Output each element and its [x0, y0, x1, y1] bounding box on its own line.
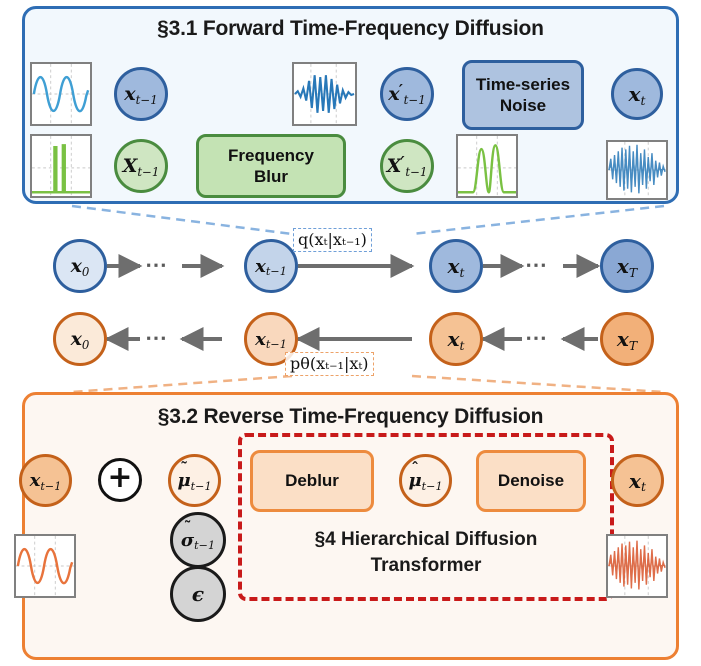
forward-panel-title: §3.1 Forward Time-Frequency Diffusion	[157, 17, 544, 40]
node-x-t-forward-label: xt	[628, 82, 646, 108]
thumbnail-noisy-orange-wave	[606, 534, 668, 598]
node-bigx-t-minus-1: Xt−1	[114, 139, 168, 193]
node-epsilon: ϵ	[170, 566, 226, 622]
chain-node-forward-x-t-minus-1: xt−1	[244, 239, 298, 293]
hierarchical-diffusion-transformer-box	[238, 433, 614, 601]
box-frequency-blur-label: Frequency Blur	[228, 145, 314, 186]
box-deblur: Deblur	[250, 450, 374, 512]
thumbnail-blurred-spectrum-peaks	[456, 134, 518, 198]
chain-node-reverse-x-t: xt	[429, 312, 483, 366]
box-deblur-label: Deblur	[285, 471, 339, 491]
node-x-t-input: xt	[611, 454, 664, 507]
chain-reverse-ellipsis-left: ⋯	[145, 325, 168, 350]
node-bigx-prime-t-minus-1-label: X′t−1	[386, 152, 428, 179]
node-bigx-prime-t-minus-1: X′t−1	[380, 139, 434, 193]
box-frequency-blur: Frequency Blur	[196, 134, 346, 198]
node-x-t-minus-1-output: xt−1	[19, 454, 72, 507]
node-mu-tilde-t-minus-1: μ˜t−1	[168, 454, 221, 507]
chain-forward-ellipsis-right: ⋯	[525, 252, 548, 277]
node-x-t-minus-1: xt−1	[114, 67, 168, 121]
thumbnail-blurred-time-wave	[292, 62, 357, 126]
box-denoise: Denoise	[476, 450, 586, 512]
chain-node-reverse-x0: x0	[53, 312, 107, 366]
node-x-prime-t-minus-1-label: x′t−1	[388, 80, 426, 107]
hierarchical-diffusion-transformer-label: §4 Hierarchical Diffusion Transformer	[314, 529, 538, 576]
node-plus-operator: +	[98, 458, 142, 502]
box-time-series-noise-label: Time-series Noise	[475, 74, 571, 115]
node-sigma-tilde-t-minus-1: σ˜t−1	[170, 512, 226, 568]
thumbnail-noisy-time-wave	[606, 140, 668, 200]
thumbnail-clean-sine-wave	[30, 62, 92, 126]
node-bigx-t-minus-1-label: Xt−1	[122, 155, 160, 179]
chain-node-reverse-x-T: xT	[600, 312, 654, 366]
node-x-t-minus-1-label: xt−1	[124, 83, 158, 107]
box-denoise-label: Denoise	[497, 471, 565, 491]
chain-node-forward-x-T: xT	[600, 239, 654, 293]
chain-reverse-ellipsis-right: ⋯	[525, 325, 548, 350]
node-x-t-forward: xt	[611, 68, 663, 120]
chain-node-forward-x-t: xt	[429, 239, 483, 293]
reverse-panel-title: §3.2 Reverse Time-Frequency Diffusion	[157, 405, 544, 428]
box-time-series-noise: Time-series Noise	[462, 60, 584, 130]
forward-transition-formula: q(xₜ|xₜ₋₁)	[293, 228, 372, 252]
chain-node-forward-x0: x0	[53, 239, 107, 293]
chain-forward-ellipsis-left: ⋯	[145, 252, 168, 277]
node-x-prime-t-minus-1: x′t−1	[380, 67, 434, 121]
reverse-transition-formula: pθ(xₜ₋₁|xₜ)	[285, 352, 374, 376]
thumbnail-recovered-sine-wave	[14, 534, 76, 598]
thumbnail-clean-spectrum-peaks	[30, 134, 92, 198]
